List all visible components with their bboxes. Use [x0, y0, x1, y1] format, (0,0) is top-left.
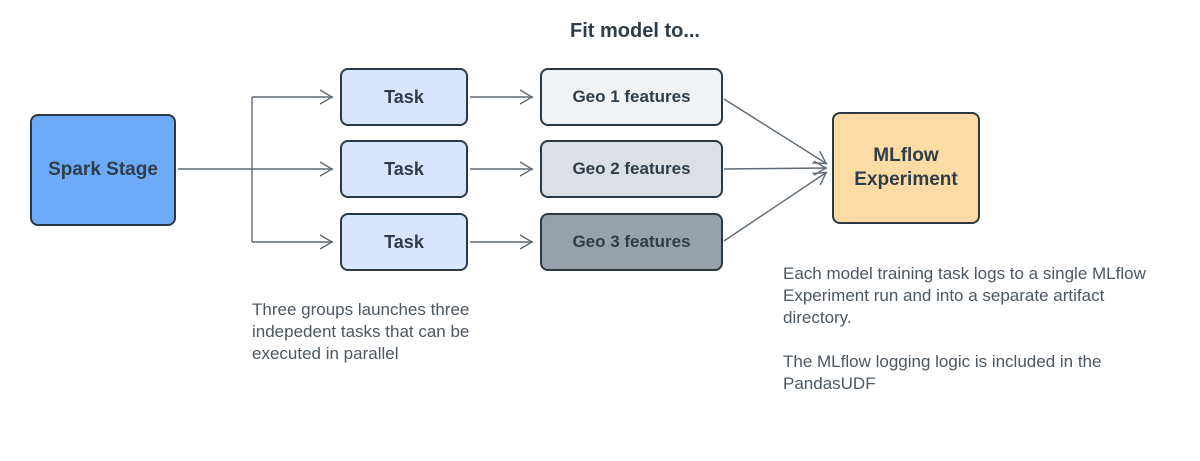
connector-geo-1-to-mlflow: [723, 98, 828, 165]
connector-geo-2-to-mlflow: [723, 160, 828, 176]
node-task-1: Task: [340, 68, 468, 126]
node-geo-1-features: Geo 1 features: [540, 68, 723, 126]
node-mlflow-experiment: MLflow Experiment: [832, 112, 980, 224]
annotation-line: executed in parallel: [252, 344, 399, 363]
annotation-line: Experiment run and into a separate artif…: [783, 286, 1105, 305]
diagram-title: Fit model to...: [570, 20, 700, 42]
node-mlflow-experiment-label: MLflow Experiment: [854, 145, 958, 190]
annotation-line: PandasUDF: [783, 374, 876, 393]
node-geo-1-features-label: Geo 1 features: [572, 87, 691, 107]
node-task-2: Task: [340, 140, 468, 198]
annotation-line: indepedent tasks that can be: [252, 322, 470, 341]
annotation-line: directory.: [783, 308, 852, 327]
node-spark-stage-label: Spark Stage: [48, 159, 158, 181]
annotation-line: Three groups launches three: [252, 300, 470, 319]
node-geo-3-features: Geo 3 features: [540, 213, 723, 271]
annotation-line: The MLflow logging logic is included in …: [783, 352, 1102, 371]
node-geo-2-features: Geo 2 features: [540, 140, 723, 198]
node-task-2-label: Task: [384, 158, 424, 179]
node-task-3-label: Task: [384, 231, 424, 252]
connector-geo-3-to-mlflow: [723, 171, 828, 242]
node-spark-stage: Spark Stage: [30, 114, 176, 226]
annotation-parallel-tasks: Three groups launches three indepedent t…: [252, 299, 512, 365]
annotation-line: [783, 329, 1193, 351]
annotation-line: Each model training task logs to a singl…: [783, 264, 1146, 283]
node-task-3: Task: [340, 213, 468, 271]
node-geo-3-features-label: Geo 3 features: [572, 232, 691, 252]
annotation-mlflow-logging: Each model training task logs to a singl…: [783, 263, 1193, 395]
node-geo-2-features-label: Geo 2 features: [572, 159, 691, 179]
node-task-1-label: Task: [384, 86, 424, 107]
